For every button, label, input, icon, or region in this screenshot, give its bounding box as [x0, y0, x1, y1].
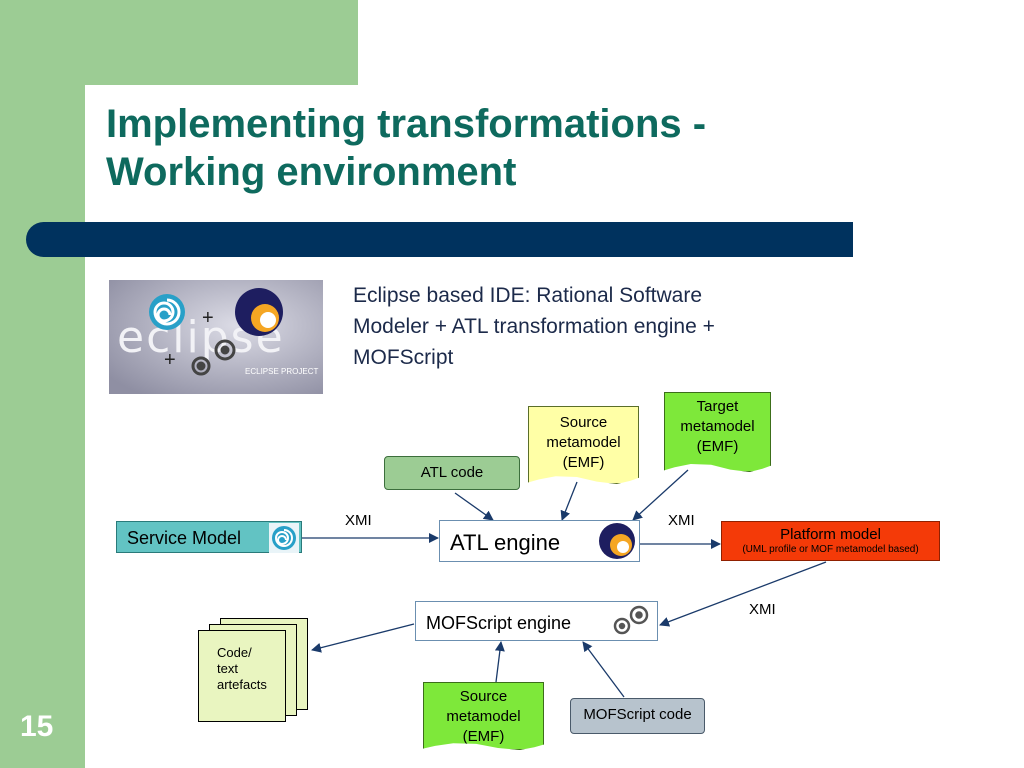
eclipse-project-text: ECLIPSE PROJECT — [245, 367, 318, 376]
source-metamodel-bottom-node: Source metamodel (EMF) — [423, 682, 544, 750]
atl-moon-icon — [235, 288, 283, 336]
slide-number: 15 — [20, 710, 54, 743]
arrow-sourcemm2-to-mofscript — [494, 641, 505, 683]
source-mm-bottom-line3: (EMF) — [462, 728, 505, 745]
service-model-node: Service Model — [116, 521, 302, 553]
arrow-platform-to-mofscript — [659, 561, 827, 627]
description-text: Eclipse based IDE: Rational Software Mod… — [353, 284, 715, 369]
mofscript-engine-label: MOFScript engine — [426, 613, 572, 633]
gears-icon — [613, 605, 649, 635]
platform-model-title: Platform model — [780, 526, 881, 543]
atl-code-node: ATL code — [384, 456, 520, 490]
gears-icon — [191, 339, 236, 376]
page-title: Implementing transformations - Working e… — [106, 100, 806, 196]
artefacts-line3: artefacts — [217, 677, 267, 692]
target-metamodel-node: Target metamodel (EMF) — [664, 392, 771, 472]
mofscript-engine-node: MOFScript engine — [415, 601, 658, 641]
atl-engine-node: ATL engine — [439, 520, 640, 562]
service-model-label: Service Model — [127, 528, 242, 548]
mofscript-code-label: MOFScript code — [583, 706, 692, 723]
eclipse-logo-image: eclipse ECLIPSE PROJECT + + — [109, 280, 323, 394]
title-line-1: Implementing transformations - — [106, 102, 707, 146]
eclipse-swirl-icon — [269, 523, 299, 553]
source-metamodel-top-node: Source metamodel (EMF) — [528, 406, 639, 484]
plus-sign-1: + — [202, 307, 214, 329]
title-line-2: Working environment — [106, 150, 517, 194]
arrow-targetmm-to-atl — [632, 469, 689, 521]
atl-code-label: ATL code — [420, 464, 484, 481]
platform-model-node: Platform model (UML profile or MOF metam… — [721, 521, 940, 561]
title-divider-bar — [26, 222, 853, 257]
arrow-mofscriptcode-to-mofscript — [582, 641, 625, 698]
source-mm-top-line2: metamodel — [546, 434, 621, 451]
artefacts-line1: Code/ — [217, 645, 252, 660]
source-mm-top-line3: (EMF) — [562, 454, 605, 471]
atl-engine-label: ATL engine — [450, 530, 561, 555]
platform-model-subtitle: (UML profile or MOF metamodel based) — [742, 544, 919, 555]
arrow-atlcode-to-atl — [454, 492, 494, 521]
arrow-mofscript-to-artefacts — [311, 623, 415, 653]
xmi-label-left: XMI — [345, 512, 372, 529]
atl-moon-icon — [599, 523, 635, 559]
top-band — [0, 0, 358, 85]
artefacts-line2: text — [217, 661, 238, 676]
target-mm-line3: (EMF) — [696, 438, 739, 455]
eclipse-swirl-icon — [149, 294, 185, 330]
arrow-sourcemm-to-atl — [560, 481, 578, 521]
source-mm-bottom-line1: Source — [459, 688, 508, 705]
plus-sign-2: + — [164, 349, 176, 371]
code-artefacts-node: Code/ text artefacts — [198, 618, 328, 730]
mofscript-code-node: MOFScript code — [570, 698, 705, 734]
target-mm-line1: Target — [696, 398, 739, 415]
source-mm-bottom-line2: metamodel — [446, 708, 521, 725]
xmi-label-right: XMI — [668, 512, 695, 529]
target-mm-line2: metamodel — [680, 418, 755, 435]
sidebar-band — [0, 0, 85, 768]
artefact-card-front: Code/ text artefacts — [198, 630, 286, 722]
xmi-label-lower: XMI — [749, 601, 776, 618]
source-mm-top-line1: Source — [559, 414, 608, 431]
